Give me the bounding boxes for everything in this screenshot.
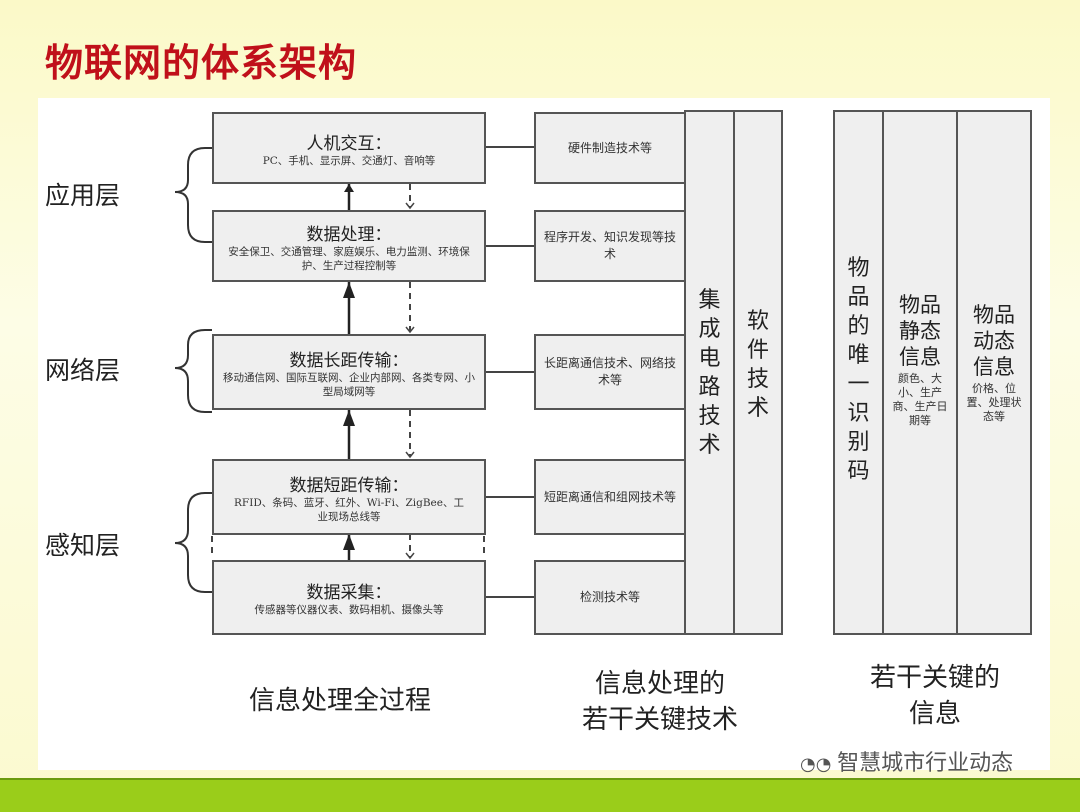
info-column-title: 物品的唯一识别码: [847, 256, 870, 484]
footer-tech-line2: 若干关键技术: [581, 705, 738, 735]
process-sub: RFID、条码、蓝牙、红外、Wi-Fi、ZigBee、工业现场总线等: [234, 496, 464, 523]
connector: [485, 146, 534, 148]
tech-text: 短距离通信和组网技术等: [543, 489, 676, 504]
down-arrow-icon: [405, 326, 415, 334]
info-column-static: 物品静态信息颜色、大小、生产商、生产日期等: [882, 110, 958, 635]
info-column-title: 物品静态信息: [899, 293, 941, 369]
info-column-sub: 颜色、大小、生产商、生产日期等: [892, 372, 948, 427]
process-box-short-range: 数据短距传输： RFID、条码、蓝牙、红外、Wi-Fi、ZigBee、工业现场总…: [212, 459, 486, 535]
tech-column-label: 集成电路技术: [698, 287, 721, 458]
footer-tech-line1: 信息处理的: [594, 669, 725, 699]
process-box-data-collection: 数据采集： 传感器等仪器仪表、数码相机、摄像头等: [212, 560, 486, 635]
tech-box: 程序开发、知识发现等技术: [534, 210, 686, 282]
process-box-long-range: 数据长距传输： 移动通信网、国际互联网、企业内部网、各类专网、小型局域网等: [212, 334, 486, 410]
brace-icon: [174, 492, 206, 593]
tech-box: 长距离通信技术、网络技术等: [534, 334, 686, 410]
footer-tech-label: 信息处理的 若干关键技术: [540, 666, 780, 738]
up-arrow-icon: [343, 534, 355, 550]
tech-column-label: 软件技术: [746, 309, 769, 421]
wechat-icon: ◔◔: [800, 754, 838, 775]
tech-box: 硬件制造技术等: [534, 112, 686, 184]
process-box-human-interaction: 人机交互： PC、手机、显示屏、交通灯、音响等: [212, 112, 486, 184]
process-head: 数据处理：: [306, 224, 392, 245]
watermark: ◔◔ 智慧城市行业动态: [800, 745, 1013, 777]
info-column-unique-id: 物品的唯一识别码: [833, 110, 884, 635]
up-arrow-icon: [343, 282, 355, 298]
slide-title: 物联网的体系架构: [45, 41, 358, 85]
connector: [485, 245, 534, 247]
tech-box: 短距离通信和组网技术等: [534, 459, 686, 535]
footer-info-line1: 若干关键的: [869, 663, 1000, 693]
info-column-dynamic: 物品动态信息价格、位置、处理状态等: [956, 110, 1032, 635]
down-arrow-icon: [405, 202, 415, 210]
tech-text: 长距离通信技术、网络技术等: [543, 356, 676, 387]
footer-info-line2: 信息: [908, 699, 961, 729]
brace-icons: [174, 147, 212, 593]
connector: [485, 496, 534, 498]
connector: [485, 596, 534, 598]
info-column-title: 物品动态信息: [973, 303, 1015, 379]
process-head: 人机交互：: [306, 133, 392, 154]
up-arrow-icon: [343, 410, 355, 426]
process-sub: 安全保卫、交通管理、家庭娱乐、电力监测、环境保护、生产过程控制等: [228, 245, 470, 272]
layer-label-perception: 感知层: [45, 531, 121, 560]
footer-info-label: 若干关键的 信息: [830, 660, 1040, 732]
tech-text: 程序开发、知识发现等技术: [543, 230, 676, 261]
layer-label-network: 网络层: [45, 356, 121, 385]
tech-text: 检测技术等: [579, 590, 640, 604]
connector: [485, 371, 534, 373]
info-column-sub: 价格、位置、处理状态等: [966, 382, 1022, 423]
footer-process-label: 信息处理全过程: [248, 686, 431, 716]
tech-text: 硬件制造技术等: [567, 140, 652, 155]
tech-box: 检测技术等: [534, 560, 686, 635]
process-head: 数据短距传输：: [289, 475, 409, 496]
brace-icon: [174, 329, 206, 413]
tech-column-ic: 集成电路技术: [684, 110, 735, 635]
brace-icon: [174, 147, 206, 243]
process-sub: 移动通信网、国际互联网、企业内部网、各类专网、小型局域网等: [223, 371, 475, 398]
up-arrow-icon: [344, 184, 354, 192]
down-arrow-icon: [405, 451, 415, 459]
down-arrow-icon: [405, 552, 415, 560]
tech-column-software: 软件技术: [733, 110, 783, 635]
process-head: 数据长距传输：: [289, 350, 409, 371]
process-sub: 传感器等仪器仪表、数码相机、摄像头等: [254, 604, 444, 616]
watermark-text: 智慧城市行业动态: [837, 751, 1014, 776]
layer-label-application: 应用层: [45, 181, 121, 210]
flow-arrows: [211, 184, 485, 560]
process-box-data-processing: 数据处理： 安全保卫、交通管理、家庭娱乐、电力监测、环境保护、生产过程控制等: [212, 210, 486, 282]
process-sub: PC、手机、显示屏、交通灯、音响等: [262, 154, 436, 167]
process-head: 数据采集：: [306, 583, 392, 603]
footer-bar: [0, 778, 1080, 812]
